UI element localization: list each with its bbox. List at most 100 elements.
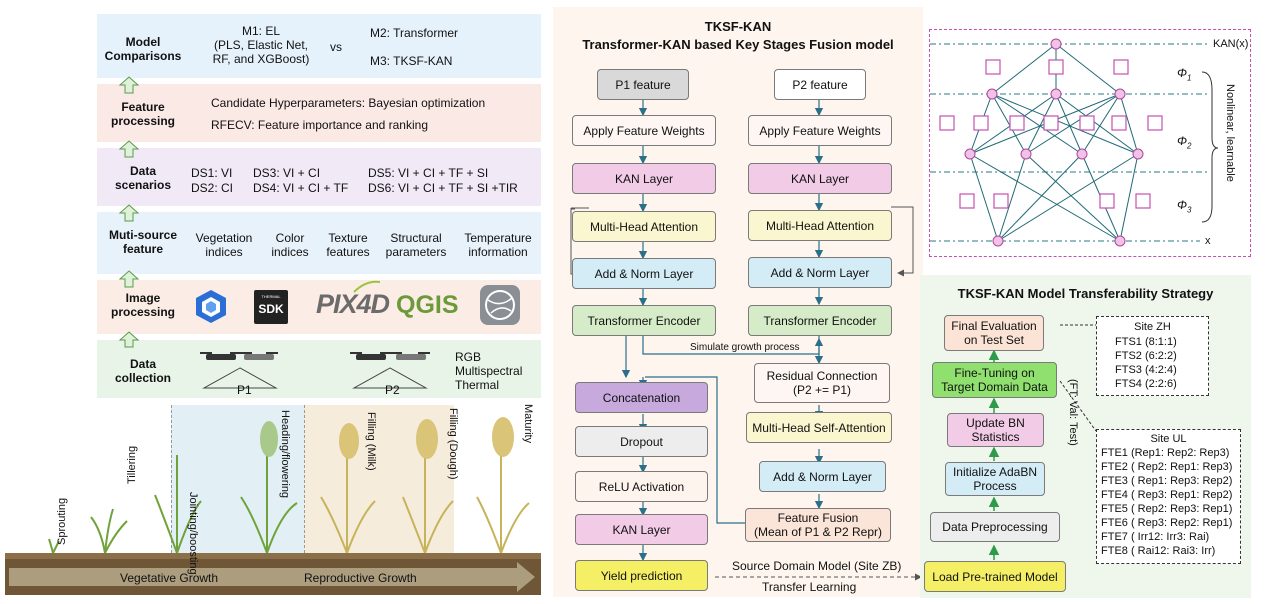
p2-addnorm-box: Add & Norm Layer: [748, 257, 892, 288]
thermal-sdk-logo: THERMAL SDK: [254, 290, 288, 324]
yield-prediction-box: Yield prediction: [575, 560, 708, 591]
model-vs: vs: [330, 40, 342, 54]
fusion-mhsa-box: Multi-Head Self-Attention: [746, 412, 892, 443]
site-ul-item: FTE3 ( Rep1: Rep3: Rep2): [1101, 475, 1233, 487]
stage-heading: Heading/flowering: [279, 410, 291, 499]
feature-temperature: Temperature information: [464, 231, 532, 259]
stage-band-p1: [171, 405, 304, 553]
stage-filling-dough: Filling (Dough): [447, 408, 459, 480]
stage-jointing: Jointing/boosting: [187, 492, 199, 575]
p2-feature-box: P2 feature: [774, 69, 866, 100]
site-zh-item: FTS4 (2:2:6): [1115, 378, 1177, 390]
feature-color: Color indices: [271, 231, 309, 259]
ft-split-label: (FT: Val: Test): [1067, 379, 1079, 446]
load-pretrained-box: Load Pre-trained Model: [924, 561, 1066, 592]
feature-line2: RFECV: Feature importance and ranking: [211, 118, 428, 132]
model-m2: M2: Transformer: [370, 26, 459, 40]
relu-box: ReLU Activation: [575, 471, 708, 502]
wheat-growth-illustration: [5, 417, 541, 595]
residual-connection-box: Residual Connection (P2 += P1): [754, 363, 890, 403]
p1-kan-layer-box: KAN Layer: [572, 163, 716, 194]
feature-vegetation: Vegetation indices: [195, 231, 253, 259]
stage-tillering: Tillering: [126, 445, 138, 484]
site-zh-item: FTS1 (8:1:1): [1115, 336, 1177, 348]
kan-network-diagram: [930, 38, 1219, 247]
p2-encoder-box: Transformer Encoder: [748, 305, 892, 336]
stage-sprouting: Sprouting: [56, 497, 68, 545]
scenario-ds1: DS1: VI: [191, 166, 233, 180]
concatenation-box: Concatenation: [575, 382, 708, 413]
fine-tuning-box: Fine-Tuning on Target Domain Data: [932, 362, 1057, 398]
feature-texture: Texture features: [326, 231, 370, 259]
qgis-logo: QGIS: [396, 291, 459, 319]
scenario-ds2: DS2: CI: [191, 181, 234, 195]
source-domain-label: Source Domain Model (Site ZB): [732, 559, 902, 573]
model-m3: M3: TKSF-KAN: [370, 54, 453, 68]
phi1-label: Φ1: [1177, 66, 1192, 82]
nonlinear-label: Nonlinear, learnable: [1224, 84, 1236, 182]
stage-divider-1: [171, 405, 172, 553]
drones-illustration: [200, 352, 430, 389]
band-model-comparisons: [97, 14, 541, 78]
vegetative-growth-label: Vegetative Growth: [120, 571, 219, 585]
scenario-ds4: DS4: VI + CI + TF: [253, 181, 349, 195]
band-feature-processing: [97, 84, 541, 142]
site-ul-item: FTE6 ( Rep3: Rep2: Rep1): [1101, 517, 1233, 529]
band-multi-source: [97, 212, 541, 274]
phi2-sub: 2: [1187, 141, 1192, 151]
p1-feature-box: P1 feature: [597, 69, 689, 100]
model-m1: M1: EL (PLS, Elastic Net, RF, and XGBoos…: [212, 24, 310, 66]
globe-logo-icon: [480, 285, 520, 325]
sdk-text: SDK: [258, 302, 284, 316]
p1-apply-weights-box: Apply Feature Weights: [572, 115, 716, 146]
band-label-feature: Feature processing: [110, 100, 176, 128]
stage-up-arrows: [118, 76, 140, 348]
feature-fusion-box: Feature Fusion (Mean of P1 & P2 Repr): [745, 508, 891, 542]
site-zh-item: FTS3 (4:2:4): [1115, 364, 1177, 376]
feature-line1: Candidate Hyperparameters: Bayesian opti…: [211, 96, 486, 110]
site-ul-title: Site UL: [1150, 433, 1187, 445]
scenario-ds5: DS5: VI + CI + TF + SI: [368, 166, 489, 180]
center-title-2: Transformer-KAN based Key Stages Fusion …: [582, 37, 894, 52]
phi1-symbol: Φ: [1177, 66, 1188, 80]
band-label-scenarios: Data scenarios: [114, 164, 172, 192]
kan-top-label: KAN(x): [1213, 38, 1249, 50]
site-ul-item: FTE2 ( Rep2: Rep1: Rep3): [1101, 461, 1233, 473]
site-ul-item: FTE4 ( Rep3: Rep1: Rep2): [1101, 489, 1233, 501]
p1-addnorm-box: Add & Norm Layer: [572, 258, 716, 289]
scenario-ds3: DS3: VI + CI: [253, 166, 321, 180]
band-label-multisource: Muti-source feature: [108, 228, 177, 256]
p1-mha-box: Multi-Head Attention: [572, 211, 716, 242]
p2-label: P2: [385, 383, 400, 397]
site-ul-item: FTE8 ( Rai12: Rai3: Irr): [1101, 545, 1216, 557]
phi1-sub: 1: [1187, 73, 1192, 83]
scenario-ds6: DS6: VI + CI + TF + SI +TIR: [368, 181, 518, 195]
pix4d-swoosh-icon: [353, 280, 381, 293]
band-data-collection: [97, 340, 541, 398]
site-ul-item: FTE1 (Rep1: Rep2: Rep3): [1101, 447, 1230, 459]
kan-diagram-frame: [929, 29, 1251, 257]
pix4d-logo: PIX4D: [316, 289, 390, 319]
site-ul-box: Site UL FTE1 (Rep1: Rep2: Rep3) FTE2 ( R…: [1096, 429, 1241, 564]
reproductive-growth-label: Reproductive Growth: [304, 571, 417, 585]
center-connectors: [570, 99, 922, 581]
stage-maturity: Maturity: [522, 404, 534, 444]
data-preprocessing-box: Data Preprocessing: [930, 512, 1060, 542]
kan-bottom-label: x: [1205, 235, 1211, 247]
band-label-collection: Data collection: [114, 357, 171, 385]
head-kan-layer-box: KAN Layer: [575, 514, 708, 545]
feature-structural: Structural parameters: [385, 231, 447, 259]
cube-logo-icon: [196, 290, 226, 323]
site-zh-item: FTS2 (6:2:2): [1115, 350, 1177, 362]
p2-mha-box: Multi-Head Attention: [748, 210, 892, 241]
band-label-model: Model Comparisons: [104, 35, 182, 63]
p2-kan-layer-box: KAN Layer: [748, 163, 892, 194]
site-ul-item: FTE7 ( Irr12: Irr3: Rai): [1101, 531, 1210, 543]
band-data-scenarios: [97, 148, 541, 206]
p1-encoder-box: Transformer Encoder: [572, 305, 716, 336]
phi3-sub: 3: [1187, 205, 1192, 215]
band-label-image: Image processing: [110, 291, 176, 319]
sdk-top-text: THERMAL: [261, 294, 281, 299]
simulate-growth-label: Simulate growth process: [690, 342, 800, 353]
phi3-label: Φ3: [1177, 198, 1192, 214]
